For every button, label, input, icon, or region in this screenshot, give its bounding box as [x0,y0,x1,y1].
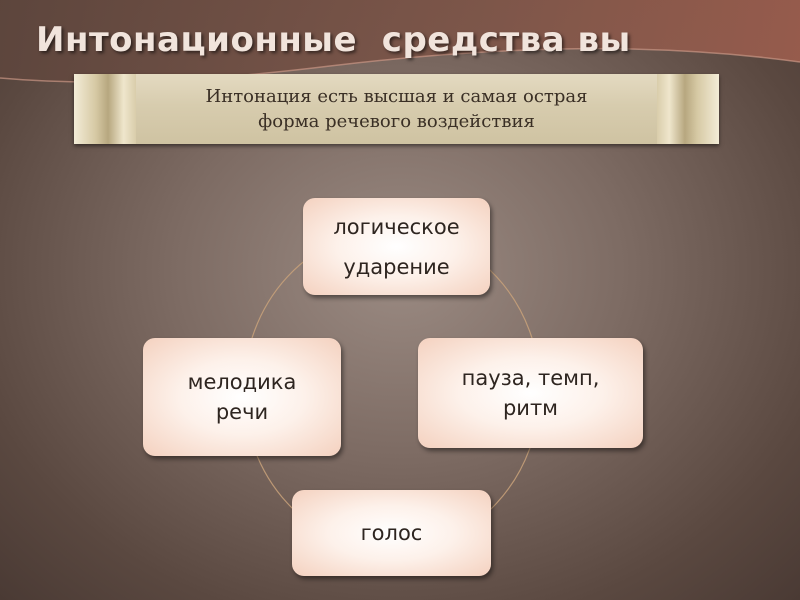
node-label: мелодика [187,370,297,394]
node-label: пауза, темп, [461,366,600,390]
quote-line: Интонация есть высшая и самая острая [205,86,588,107]
node-label: логическое [333,214,460,239]
scroll-roll-left [74,74,136,144]
node-label: ритм [502,396,559,420]
cycle-node-logical-stress: логическое ударение [303,198,490,295]
cycle-node-speech-melody: мелодика речи [143,338,341,456]
node-label: ударение [343,254,450,279]
quote-line: форма речевого воздействия [258,111,535,132]
cycle-node-pause-tempo-rhythm: пауза, темп, ритм [418,338,643,448]
node-label: речи [215,400,269,424]
quote-scroll-banner: Интонация есть высшая и самая острая фор… [74,74,719,144]
node-label: голос [360,521,423,545]
slide-title: Интонационные средства вы [36,20,631,60]
cycle-node-voice: голос [292,490,491,576]
quote-text: Интонация есть высшая и самая острая фор… [136,84,657,134]
